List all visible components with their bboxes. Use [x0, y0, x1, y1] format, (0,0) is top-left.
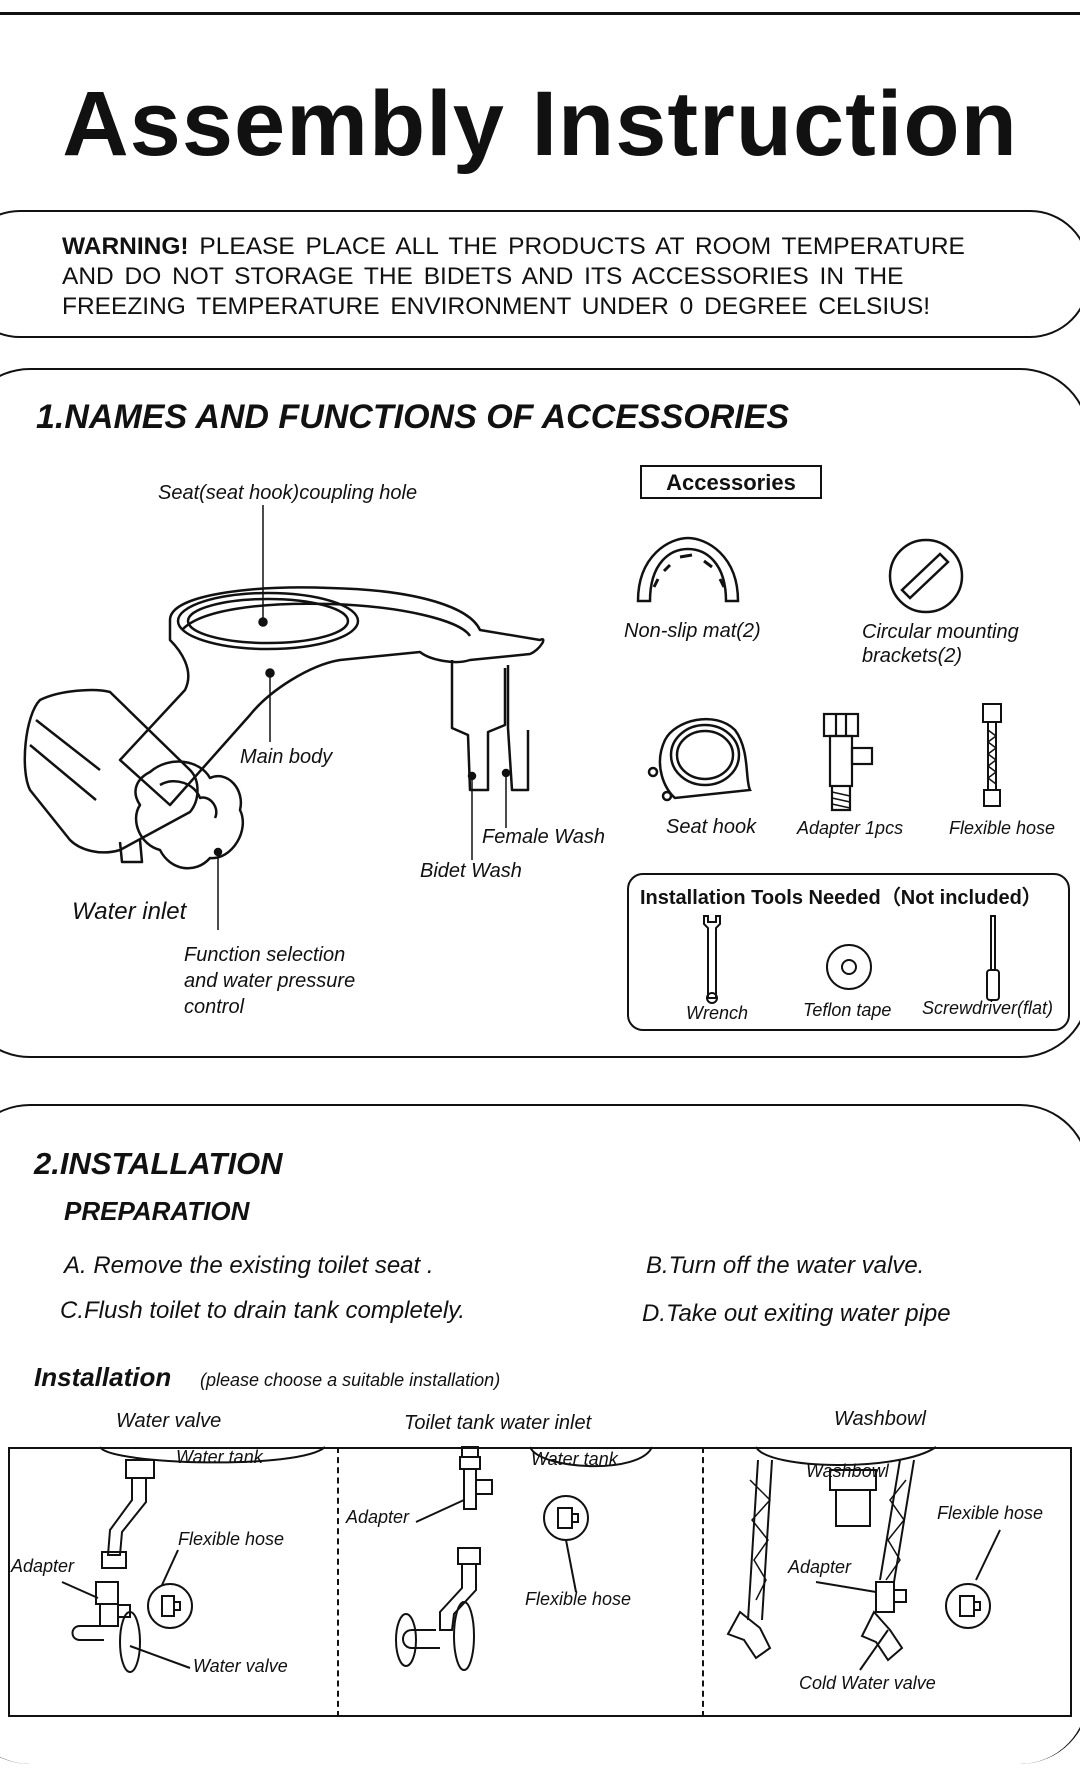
preparation-heading: PREPARATION: [64, 1196, 250, 1226]
warning-line-3: FREEZING TEMPERATURE ENVIRONMENT UNDER 0…: [62, 293, 931, 320]
panel-divider-2: [702, 1447, 704, 1717]
section2-box: [0, 1104, 1080, 1764]
installation-panels: [8, 1447, 1072, 1717]
warning-line-1: WARNING! PLEASE PLACE ALL THE PRODUCTS A…: [62, 232, 1042, 262]
panel1-title: Water valve: [116, 1410, 222, 1432]
tools-title: Installation Tools Needed（Not included）: [640, 887, 1042, 909]
flexible-hose-icon: [982, 703, 1002, 807]
page-title: Assembly Instruction: [62, 73, 1018, 175]
label-circular-2: brackets(2): [862, 645, 963, 667]
seat-hook-icon: [647, 717, 752, 802]
panel1-valve-label: Water valve: [193, 1656, 288, 1676]
step-a: A. Remove the existing toilet seat .: [64, 1252, 434, 1279]
warning-text: WARNING! PLEASE PLACE ALL THE PRODUCTS A…: [62, 232, 1042, 322]
panel2-tank-label: Water tank: [531, 1449, 618, 1469]
panel2-hose-label: Flexible hose: [525, 1589, 632, 1609]
label-screwdriver: Screwdriver(flat): [922, 998, 1054, 1018]
panel3-title: Washbowl: [834, 1408, 926, 1430]
adapter-icon: [822, 712, 874, 812]
panel1-hose-label: Flexible hose: [178, 1529, 285, 1549]
top-rule: [0, 12, 1080, 15]
warning-line-2: AND DO NOT STORAGE THE BIDETS AND ITS AC…: [62, 263, 904, 290]
label-water-inlet: Water inlet: [72, 898, 187, 925]
label-teflon: Teflon tape: [803, 1000, 892, 1020]
label-seat-hook: Seat hook: [666, 816, 757, 838]
step-c: C.Flush toilet to drain tank completely.: [60, 1297, 466, 1324]
tools-box: [627, 873, 1070, 1031]
label-non-slip-mat: Non-slip mat(2): [624, 620, 761, 642]
section1-heading: 1.NAMES AND FUNCTIONS OF ACCESSORIES: [36, 398, 790, 436]
accessories-title: Accessories: [640, 465, 822, 499]
step-b: B.Turn off the water valve.: [646, 1252, 925, 1279]
section2-heading: 2.INSTALLATION: [34, 1146, 283, 1181]
panel3-valve-label: Cold Water valve: [799, 1673, 936, 1693]
section1-box: [0, 368, 1080, 1058]
step-d: D.Take out exiting water pipe: [642, 1300, 951, 1327]
teflon-tape-icon: [826, 944, 872, 990]
label-bidet-wash: Bidet Wash: [420, 860, 522, 882]
circular-bracket-icon: [888, 538, 964, 614]
installation-note: (please choose a suitable installation): [200, 1370, 501, 1390]
label-flexible-hose: Flexible hose: [949, 818, 1056, 838]
label-function-2: and water pressure: [184, 970, 356, 992]
panel3-adapter-label: Adapter: [788, 1557, 852, 1577]
wrench-icon: [703, 915, 721, 1004]
label-main-body: Main body: [240, 746, 333, 768]
warning-box: [0, 210, 1080, 338]
label-adapter: Adapter 1pcs: [797, 818, 904, 838]
screwdriver-icon: [986, 915, 1000, 1001]
installation-heading: Installation: [34, 1362, 172, 1392]
warning-label: WARNING!: [62, 233, 189, 260]
label-function: Function selection and water pressure co…: [184, 942, 355, 1020]
panel-divider-1: [337, 1447, 339, 1717]
label-function-1: Function selection: [184, 944, 346, 966]
panel1-adapter-label: Adapter: [11, 1556, 75, 1576]
panel3-hose-label: Flexible hose: [937, 1503, 1044, 1523]
panel2-title: Toilet tank water inlet: [404, 1412, 592, 1434]
label-coupling-hole: Seat(seat hook)coupling hole: [158, 482, 418, 504]
label-circular-1: Circular mounting: [862, 621, 1019, 643]
label-circular: Circular mounting brackets(2): [862, 620, 1019, 668]
label-female-wash: Female Wash: [482, 826, 606, 848]
label-wrench: Wrench: [686, 1003, 749, 1023]
non-slip-mat-icon: [636, 536, 740, 603]
label-function-3: control: [184, 996, 245, 1018]
panel2-adapter-label: Adapter: [346, 1507, 410, 1527]
warning-line-1-text: PLEASE PLACE ALL THE PRODUCTS AT ROOM TE…: [199, 233, 965, 260]
